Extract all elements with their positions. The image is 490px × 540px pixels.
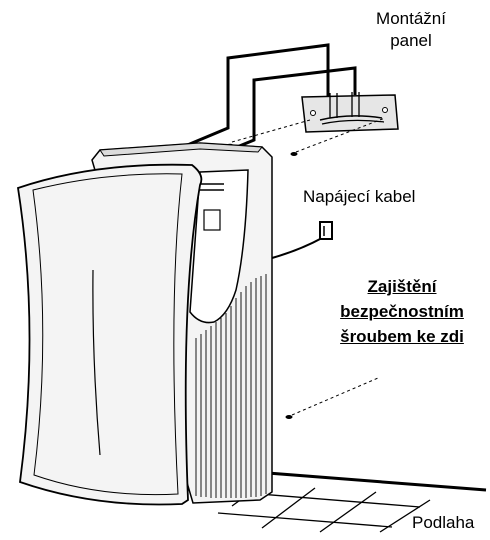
alignment-lines <box>231 117 386 416</box>
mounting-panel-label: Montážní panel <box>356 8 466 52</box>
mounting-panel-label-line2: panel <box>390 31 432 50</box>
mounting-panel-label-line1: Montážní <box>376 9 446 28</box>
floor-label: Podlaha <box>412 513 475 532</box>
mounting-panel-illustration <box>301 92 399 133</box>
safety-screw-note: Zajištění bezpečnostním šroubem ke zdi <box>328 274 476 349</box>
vent-grille <box>195 274 267 498</box>
safety-note-line3: šroubem ke zdi <box>340 327 464 346</box>
hand-dryer-illustration <box>16 142 273 506</box>
power-cable-label: Napájecí kabel <box>303 187 416 206</box>
power-cable-icon <box>271 221 333 259</box>
safety-note-line1: Zajištění <box>367 277 437 296</box>
safety-note-line2: bezpečnostním <box>340 302 464 321</box>
